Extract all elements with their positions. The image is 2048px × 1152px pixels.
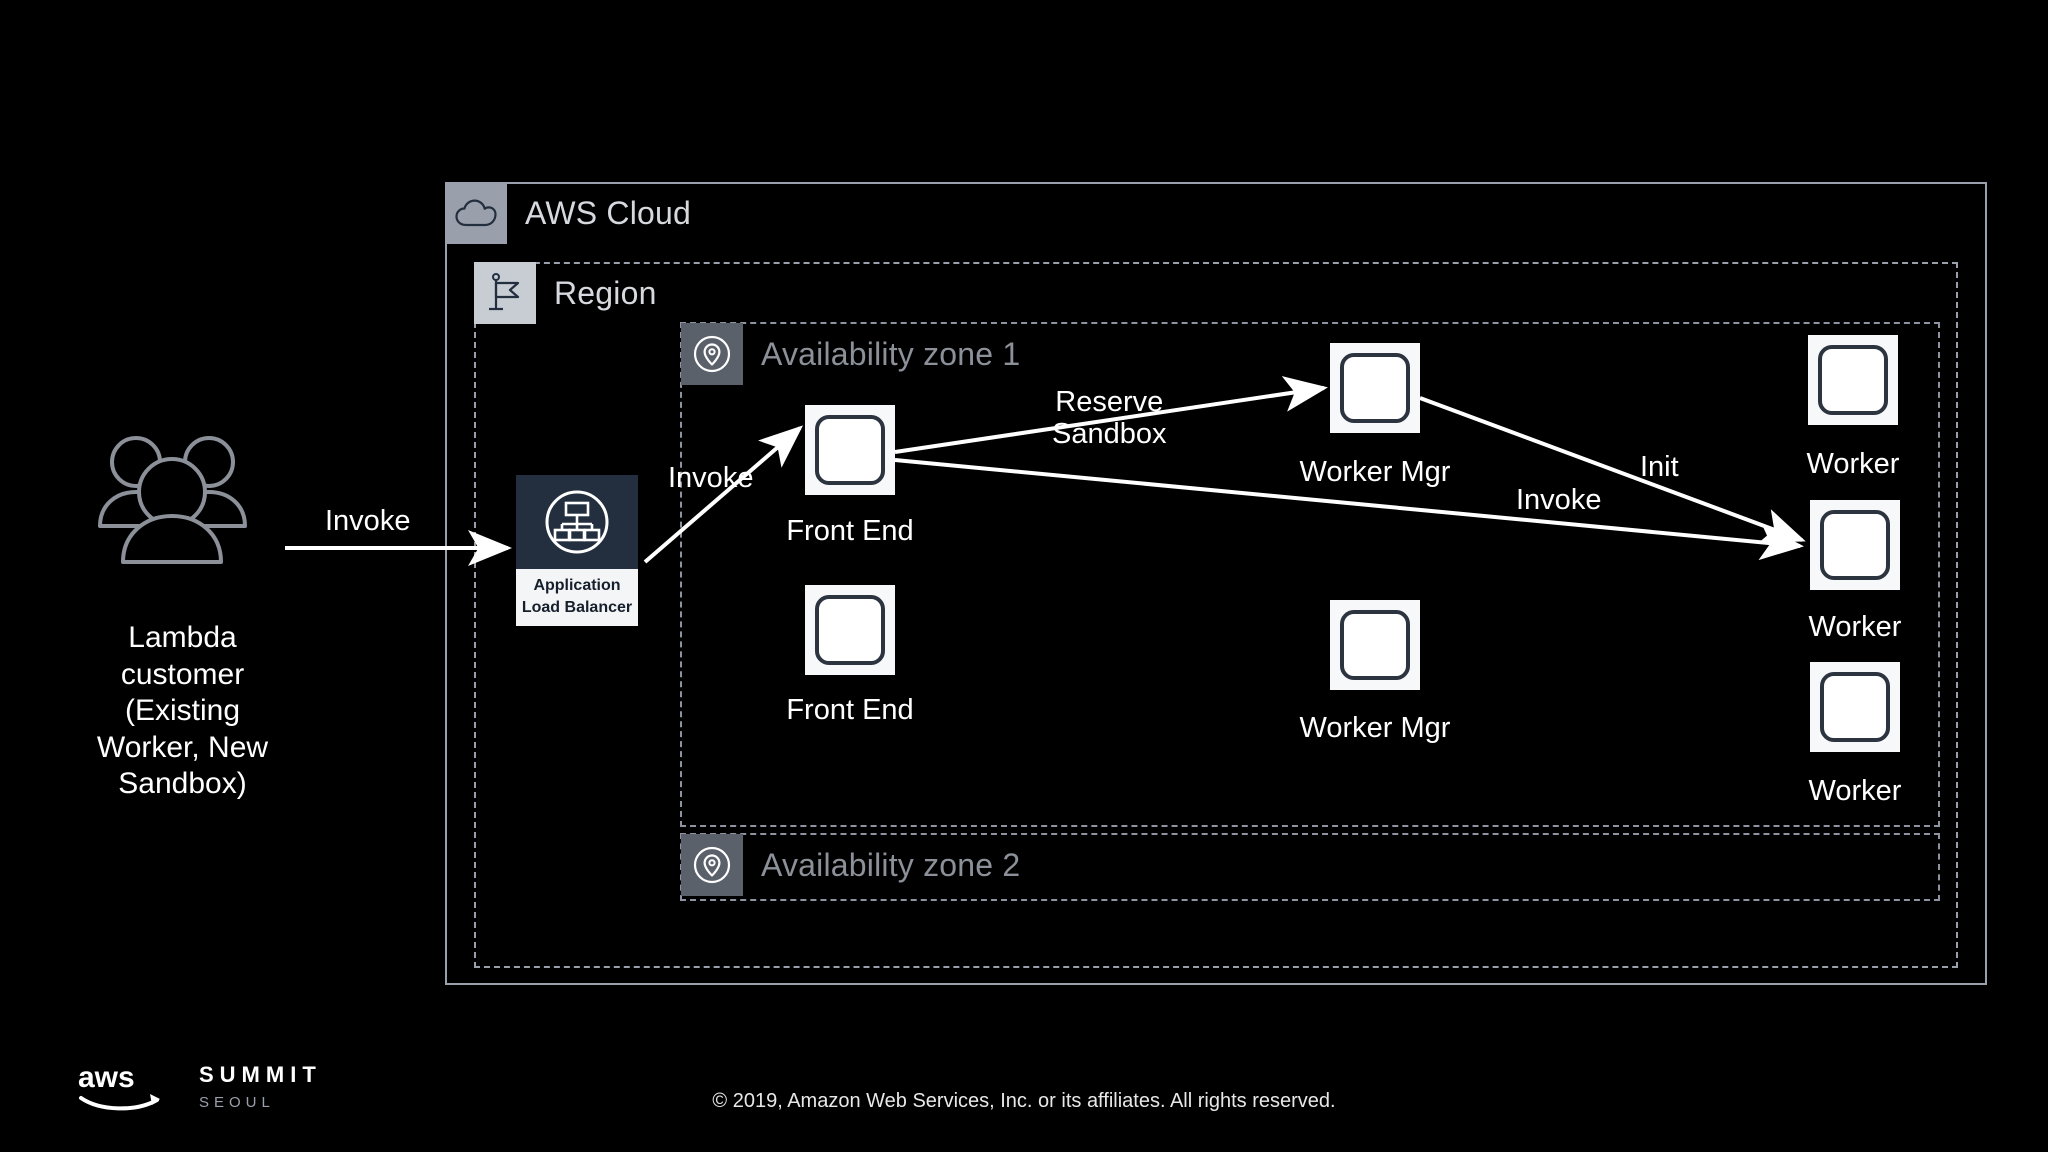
availability-zone-1-label: Availability zone 1 [761,335,1021,372]
copyright-text: © 2019, Amazon Web Services, Inc. or its… [712,1090,1336,1112]
availability-zone-2-label: Availability zone 2 [761,846,1021,883]
worker-label-2: Worker [1808,611,1902,643]
front-end-label-2: Front End [786,694,914,726]
location-pin-icon [681,323,743,385]
seoul-text: SEOUL [199,1094,275,1111]
worker-mgr-label-1: Worker Mgr [1299,456,1451,488]
svg-text:aws: aws [78,1061,135,1094]
region-header: Region [474,262,657,324]
alb-label-line2: Load Balancer [521,598,633,616]
load-balancer-icon [516,475,638,569]
worker-label-1: Worker [1806,448,1900,480]
worker-mgr-label-2: Worker Mgr [1299,712,1451,744]
actor-caption: Lambda customer (Existing Worker, New Sa… [60,620,305,803]
region-container [474,262,1958,968]
aws-cloud-container [445,182,1987,985]
flag-icon [474,262,536,324]
footer-logo: aws SUMMIT SEOUL [78,1060,322,1112]
location-pin-icon [681,834,743,896]
availability-zone-2-header: Availability zone 2 [681,834,1020,896]
alb-label-line1: Application [533,577,621,594]
cloud-icon [445,182,507,244]
application-load-balancer-node[interactable]: Application Load Balancer [516,475,638,627]
summit-text: SUMMIT [199,1062,322,1087]
aws-cloud-header: AWS Cloud [445,182,691,244]
worker-label-3: Worker [1808,775,1902,807]
edge-label-reserve-sandbox: Reserve Sandbox [1052,386,1167,451]
aws-logo: aws [78,1061,160,1111]
front-end-node-2[interactable] [805,585,895,675]
application-load-balancer-label: Application Load Balancer [516,569,638,627]
actor-caption-text: Lambda customer (Existing Worker, New Sa… [96,621,269,801]
aws-cloud-label: AWS Cloud [525,194,692,231]
worker-mgr-node-1[interactable] [1330,343,1420,433]
edge-label-init: Init [1640,451,1679,483]
edge-label-reserve-sandbox-line2: Sandbox [1052,418,1167,451]
edge-label-invoke-customer: Invoke [325,505,411,537]
edge-label-invoke-alb: Invoke [668,462,754,494]
worker-node-1[interactable] [1808,335,1898,425]
edge-label-invoke-worker: Invoke [1516,484,1602,516]
worker-node-2[interactable] [1810,500,1900,590]
edge-label-reserve-sandbox-line1: Reserve [1055,386,1164,418]
front-end-node-1[interactable] [805,405,895,495]
users-icon [90,430,255,570]
front-end-label-1: Front End [786,515,914,547]
availability-zone-1-header: Availability zone 1 [681,323,1020,385]
worker-mgr-node-2[interactable] [1330,600,1420,690]
worker-node-3[interactable] [1810,662,1900,752]
region-label: Region [554,274,657,311]
availability-zone-1-container [680,322,1940,827]
